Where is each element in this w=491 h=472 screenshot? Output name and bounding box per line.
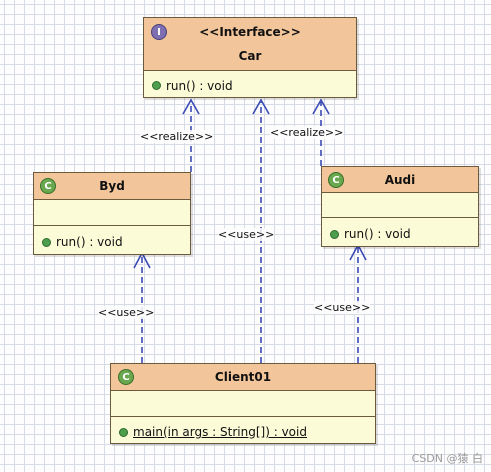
- operations-compartment: main(in args : String[]) : void: [111, 417, 375, 443]
- operations-compartment: run() : void: [322, 218, 478, 246]
- use-label-audi: <<use>>: [314, 301, 371, 314]
- public-operation-icon: [119, 427, 128, 437]
- attributes-compartment: [322, 193, 478, 218]
- use-label-byd: <<use>>: [98, 306, 155, 319]
- realize-label-byd: <<realize>>: [140, 130, 214, 143]
- class-header: C Client01: [111, 364, 375, 391]
- realize-label-audi: <<realize>>: [270, 126, 344, 139]
- class-header: I <<Interface>> Car: [144, 18, 356, 71]
- interface-car[interactable]: I <<Interface>> Car run() : void: [143, 17, 357, 98]
- class-audi[interactable]: C Audi run() : void: [321, 166, 479, 247]
- class-name: Client01: [214, 370, 272, 384]
- watermark: CSDN @猿 白: [411, 452, 483, 465]
- public-operation-icon: [42, 237, 51, 247]
- stereotype-label: <<Interface>>: [199, 25, 301, 39]
- class-icon: C: [40, 178, 56, 194]
- operation-label: run() : void: [344, 227, 411, 241]
- class-header: C Audi: [322, 167, 478, 193]
- operation-label: main(in args : String[]) : void: [133, 425, 307, 439]
- class-icon: C: [328, 172, 344, 188]
- interface-icon: I: [151, 24, 167, 40]
- attributes-compartment: [111, 391, 375, 417]
- operations-compartment: run() : void: [144, 71, 356, 97]
- class-byd[interactable]: C Byd run() : void: [33, 172, 191, 255]
- operation-label: run() : void: [166, 78, 233, 93]
- class-client01[interactable]: C Client01 main(in args : String[]) : vo…: [110, 363, 376, 444]
- use-label-car: <<use>>: [218, 228, 275, 241]
- class-name: Audi: [384, 173, 416, 187]
- operation-label: run() : void: [56, 235, 123, 249]
- operations-compartment: run() : void: [34, 226, 190, 254]
- attributes-compartment: [34, 200, 190, 226]
- class-header: C Byd: [34, 173, 190, 200]
- class-name: Byd: [99, 179, 125, 193]
- class-name: Car: [238, 49, 262, 63]
- class-icon: C: [118, 369, 134, 385]
- public-operation-icon: [330, 229, 339, 239]
- public-operation-icon: [152, 81, 161, 90]
